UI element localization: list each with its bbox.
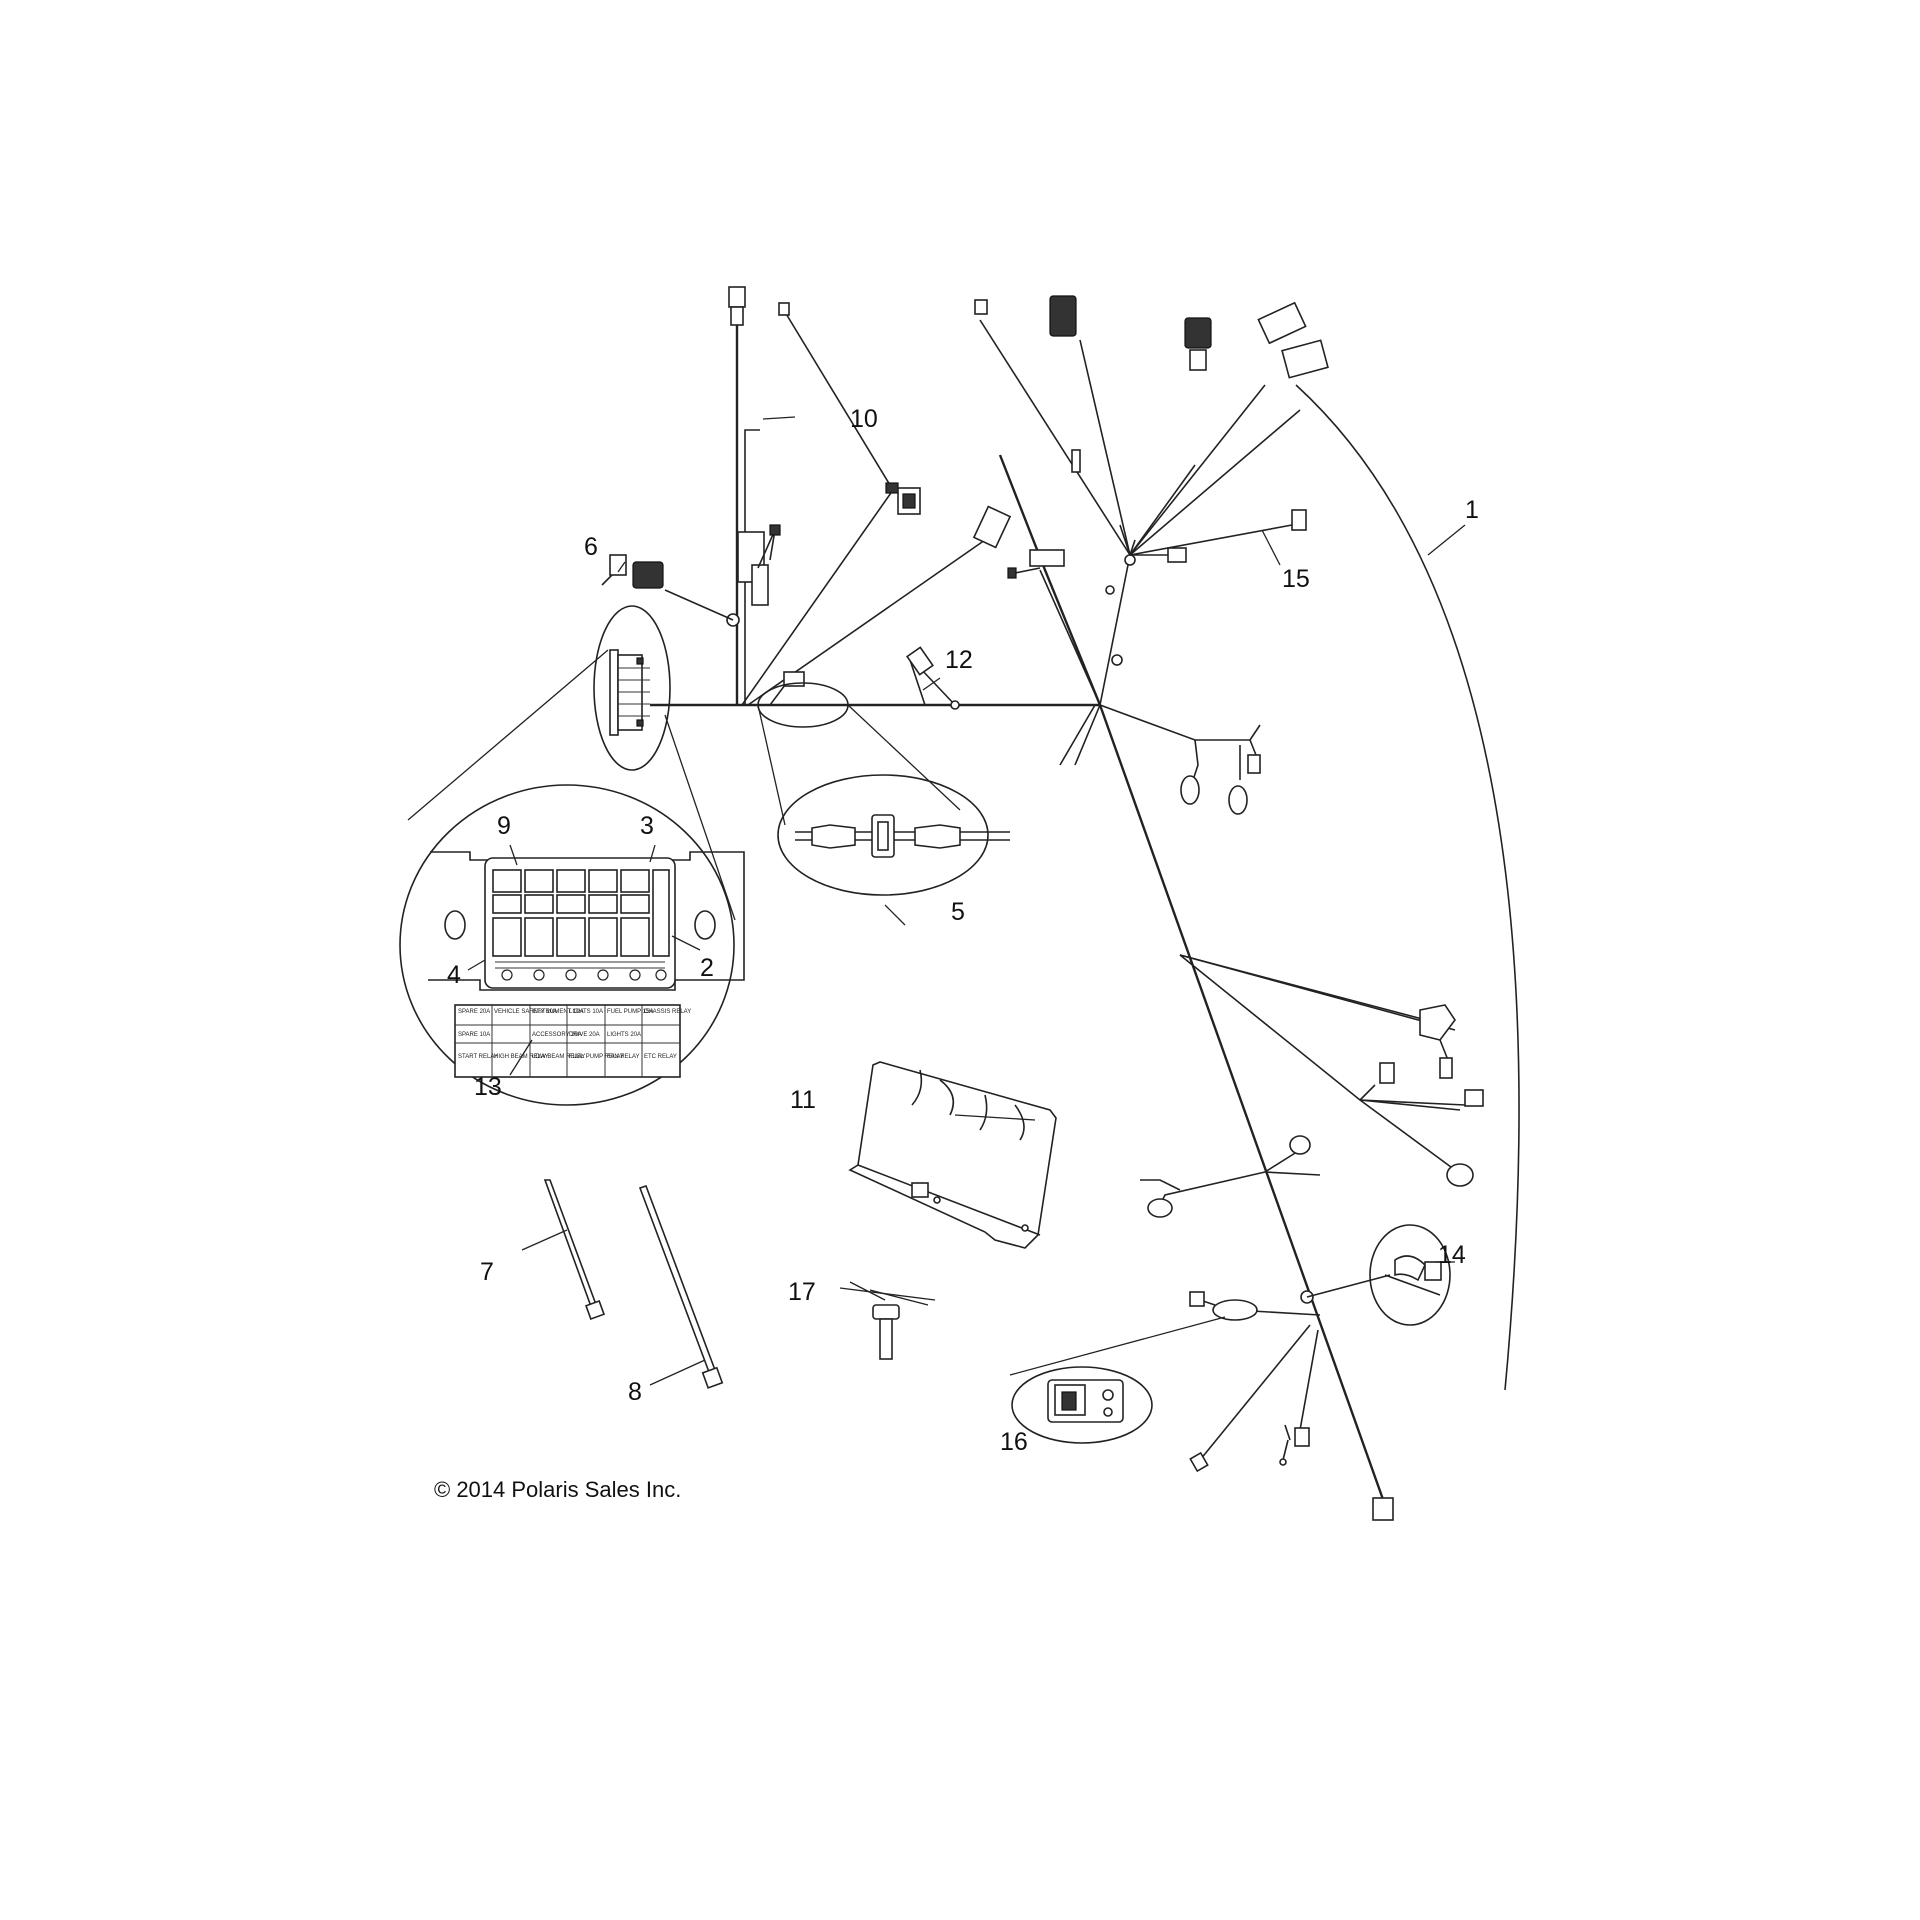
fuse-label-r1c5: FUEL PUMP 15A <box>607 1009 653 1015</box>
callout-16: 16 <box>1000 1428 1028 1456</box>
callout-17: 17 <box>788 1278 816 1306</box>
fuse-label-r3c6: ETC RELAY <box>644 1054 677 1060</box>
inline-connector-detail <box>757 682 1010 896</box>
fuse-label-r2c4: DRIVE 20A <box>569 1032 600 1038</box>
relay-detail <box>1011 1366 1153 1444</box>
callout-12: 12 <box>945 646 973 674</box>
callout-14: 14 <box>1438 1241 1466 1269</box>
fuse-box-detail: SPARE 20A VEHICLE SAFETY 10A INSTRUMENT … <box>399 784 745 1106</box>
fuse-label-r1c2: VEHICLE SAFETY 10A <box>494 1009 557 1015</box>
callout-7: 7 <box>480 1258 494 1286</box>
main-harness <box>601 286 1484 1521</box>
callout-2: 2 <box>700 954 714 982</box>
callout-15: 15 <box>1282 565 1310 593</box>
callout-11: 11 <box>790 1086 816 1114</box>
fuse-label-r2c5: LIGHTS 20A <box>607 1032 641 1038</box>
callout-3: 3 <box>640 812 654 840</box>
fuse-label-r1c1: SPARE 20A <box>458 1009 490 1015</box>
fuse-label-r3c4: FUEL PUMP RELAY <box>569 1054 624 1060</box>
callout-8: 8 <box>628 1378 642 1406</box>
callout-4: 4 <box>447 961 461 989</box>
callout-13: 13 <box>474 1073 502 1101</box>
copyright-notice: © 2014 Polaris Sales Inc. <box>434 1477 681 1502</box>
fuse-label-r2c1: SPARE 10A <box>458 1032 490 1038</box>
fuse-label-r3c5: FAN RELAY <box>607 1054 640 1060</box>
callout-1: 1 <box>1465 496 1479 524</box>
callout-10: 10 <box>850 405 878 433</box>
fuse-label-r3c3: LOW BEAM RELAY <box>532 1054 585 1060</box>
callout-6: 6 <box>584 533 598 561</box>
bolt <box>872 1304 900 1360</box>
fuse-label-r3c1: START RELAY <box>458 1054 498 1060</box>
fuse-label-r1c6: CHASSIS RELAY <box>644 1009 691 1015</box>
harness-outline-arc <box>1295 384 1520 1391</box>
callout-labels: 1 2 3 4 5 6 7 8 9 10 11 12 13 14 15 16 1… <box>447 405 1479 1456</box>
cable-tie-short <box>543 1179 605 1320</box>
cable-tie-long <box>638 1184 724 1389</box>
callout-5: 5 <box>951 898 965 926</box>
fuse-label-r1c3: INSTRUMENT 10A <box>532 1009 584 1015</box>
leader-lines <box>467 416 1466 1386</box>
fuse-label-r2c3: ACCESSORY 20A <box>532 1032 582 1038</box>
fuse-box-side-detail <box>593 605 671 771</box>
callout-9: 9 <box>497 812 511 840</box>
harness-bracket <box>848 1061 1057 1249</box>
fuse-label-r1c4: LIGHTS 10A <box>569 1009 603 1015</box>
grommet-detail <box>1369 1224 1451 1326</box>
